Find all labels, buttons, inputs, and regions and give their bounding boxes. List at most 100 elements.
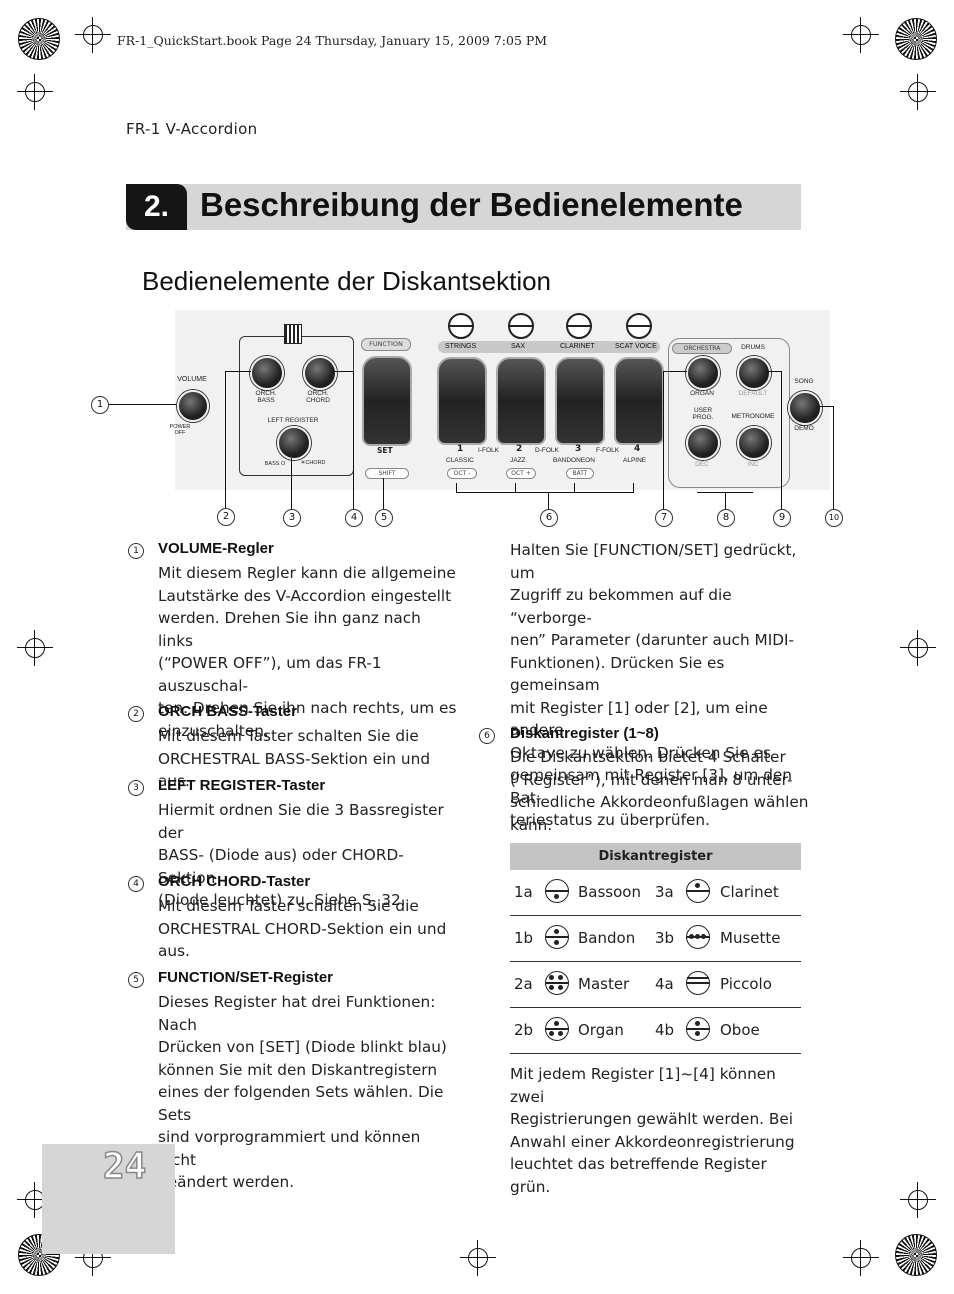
crop-mark-icon: [900, 1182, 936, 1218]
cell: Piccolo: [720, 975, 772, 993]
default-label: DEFAULT: [738, 390, 768, 397]
cell: 4a: [655, 975, 674, 993]
orch-chord-label: ORCH. CHORD: [306, 390, 330, 404]
register-icon: [545, 1017, 569, 1041]
text-line: einzuschalten.: [158, 721, 269, 740]
leader-line: [725, 492, 726, 509]
crop-mark-icon: [900, 74, 936, 110]
organ-button: [686, 356, 720, 390]
cell: Organ: [578, 1021, 624, 1039]
callout-3: 3: [283, 509, 301, 527]
item-6-text: Die Diskantsektion bietet 4 Schalter (“R…: [510, 746, 810, 836]
drums-label: DRUMS: [741, 344, 765, 351]
callout-8: 8: [717, 509, 735, 527]
set-jazz: JAZZ: [510, 457, 526, 464]
bass-o-label: BASS O: [264, 461, 286, 467]
table-row: 1a Bassoon 3a Clarinet: [510, 870, 801, 916]
set-alpine: ALPINE: [623, 457, 647, 464]
leader-line: [225, 371, 251, 372]
orch-chord-button: [303, 356, 337, 390]
chord-label: ☀CHORD: [300, 460, 326, 466]
item-title: LEFT REGISTER-Taster: [158, 777, 326, 794]
function-set-text: Halten Sie [FUNCTION/SET] gedrückt, um Z…: [510, 539, 810, 832]
text-line: eines der folgenden Sets wählen. Die Set…: [158, 1083, 444, 1124]
power-off-label: POWER OFF: [169, 424, 191, 436]
item-title: FUNCTION/SET-Register: [158, 969, 334, 986]
leader-line: [663, 371, 687, 372]
leader-line: [515, 483, 516, 493]
treble-register-key-4: [614, 357, 664, 445]
inc-label: INC: [747, 461, 759, 468]
inc-button: [737, 426, 771, 460]
text-line: Mit diesem Taster schalten Sie die: [158, 897, 419, 915]
orch-bass-button: [250, 356, 284, 390]
leader-line: [818, 406, 834, 407]
oct-minus-label: OCT -: [447, 468, 477, 479]
category-sax: SAX: [511, 343, 526, 350]
item-number: 4: [128, 876, 144, 892]
chapter-title: Beschreibung der Bedienelemente: [200, 186, 743, 223]
callout-5: 5: [375, 509, 393, 527]
function-set-key: [362, 356, 412, 446]
function-label: FUNCTION: [361, 338, 411, 351]
register-number-2: 2: [516, 444, 523, 454]
register-icon: [545, 879, 569, 903]
folk-label-i: I-FOLK: [478, 447, 499, 454]
text-line: Drücken von [SET] (Diode blinkt blau): [158, 1038, 447, 1056]
item-number: 5: [128, 972, 144, 988]
text-line: können Sie mit den Diskantregistern: [158, 1060, 438, 1079]
cell: 3b: [655, 929, 675, 947]
cell: Bassoon: [578, 883, 641, 901]
left-register-label: LEFT REGISTER: [267, 417, 319, 424]
set-bandoneon: BANDONEON: [553, 457, 595, 464]
text-line: gemeinsam mit Register [3], um den Bat-: [510, 766, 793, 807]
text-line: geändert werden.: [158, 1173, 295, 1191]
cell: Master: [578, 975, 630, 993]
dec-button: [686, 426, 720, 460]
leader-line: [781, 371, 782, 509]
leader-line: [291, 458, 292, 510]
set-classic: CLASSIC: [446, 457, 474, 464]
text-line: Anwahl einer Akkordeonregistrierung: [510, 1132, 795, 1151]
text-line: teriestatus zu überprüfen.: [510, 811, 710, 829]
item-number: 6: [479, 728, 495, 744]
text-line: Mit diesem Taster schalten Sie die: [158, 727, 419, 745]
text-line: Halten Sie [FUNCTION/SET] gedrückt, um: [510, 541, 797, 582]
drums-button: [737, 356, 771, 390]
closing-text: Mit jedem Register [1]~[4] können zwei R…: [510, 1063, 810, 1198]
register-icon: [448, 313, 474, 339]
item-2-text: Mit diesem Taster schalten Sie die ORCHE…: [158, 725, 458, 793]
callout-7: 7: [655, 509, 673, 527]
leader-line: [353, 371, 354, 509]
chapter-number: 2.: [126, 184, 187, 230]
organ-label: ORGAN: [690, 390, 714, 397]
register-icon: [686, 879, 710, 903]
callout-6: 6: [540, 509, 558, 527]
registration-rosette-top-right: [895, 18, 937, 60]
text-line: werden. Drehen Sie ihn ganz nach links: [158, 609, 421, 650]
cell: 1a: [514, 883, 533, 901]
table-row: 2a Master 4a Piccolo: [510, 962, 801, 1008]
leader-line: [833, 406, 834, 509]
cell: 4b: [655, 1021, 675, 1039]
item-number: 3: [128, 780, 144, 796]
text-line: Mit diesem Regler kann die allgemeine: [158, 564, 456, 582]
table-row: 2b Organ 4b Oboe: [510, 1008, 801, 1054]
set-label: SET: [377, 446, 393, 455]
text-line: aus.: [158, 942, 190, 960]
item-3-text: Hiermit ordnen Sie die 3 Bassregister de…: [158, 799, 458, 912]
register-icon: [686, 925, 710, 949]
cell: Oboe: [720, 1021, 760, 1039]
leader-line: [332, 371, 354, 372]
text-line: Oktave zu wählen. Drücken Sie es: [510, 743, 771, 762]
text-line: sind vorprogrammiert und können nicht: [158, 1128, 421, 1169]
cell: 3a: [655, 883, 674, 901]
treble-register-key-2: [496, 357, 546, 445]
item-5-text: Dieses Register hat drei Funktionen: Nac…: [158, 991, 458, 1194]
callout-1: 1: [91, 396, 109, 414]
text-line: kann.: [510, 815, 553, 834]
item-number: 1: [128, 543, 144, 559]
register-icon: [566, 313, 592, 339]
leader-line: [225, 371, 226, 509]
item-1-text: Mit diesem Regler kann die allgemeine La…: [158, 562, 458, 742]
